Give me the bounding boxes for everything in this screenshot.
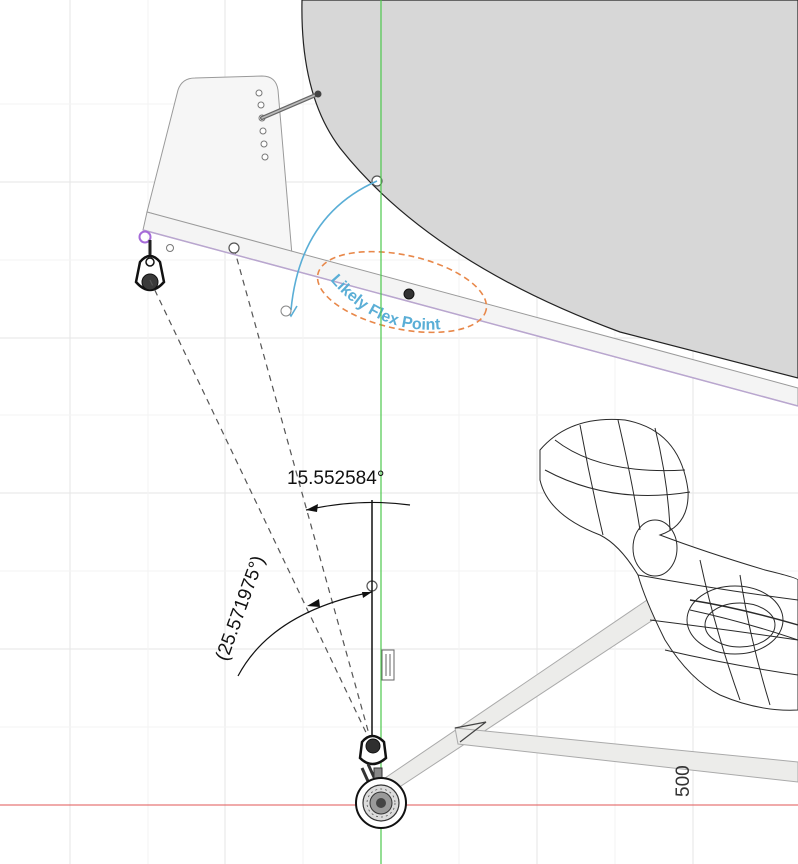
angle-dimension-reference[interactable]: (25.571975°) — [212, 553, 373, 677]
bracket-glyph — [381, 649, 395, 681]
struts[interactable] — [384, 597, 798, 791]
sketch-point-beam[interactable] — [228, 242, 240, 254]
wireframe-figure[interactable] — [539, 418, 798, 711]
selected-sketch-point[interactable] — [138, 230, 152, 244]
fin-plate[interactable] — [146, 75, 293, 256]
scale-label: 500 — [673, 765, 694, 797]
beam[interactable] — [142, 211, 798, 407]
hull-body[interactable] — [301, 0, 798, 379]
top-pulley-block[interactable] — [134, 240, 166, 292]
bottom-hub[interactable] — [355, 777, 407, 829]
flex-annotation — [280, 180, 488, 334]
construction-lines — [149, 247, 373, 746]
angle-dimension-driven[interactable]: 15.552584° — [287, 468, 411, 512]
angle-reference-label[interactable]: (25.571975°) — [212, 553, 269, 664]
push-rod[interactable] — [260, 90, 322, 120]
angle-driven-label[interactable]: 15.552584° — [287, 468, 384, 489]
